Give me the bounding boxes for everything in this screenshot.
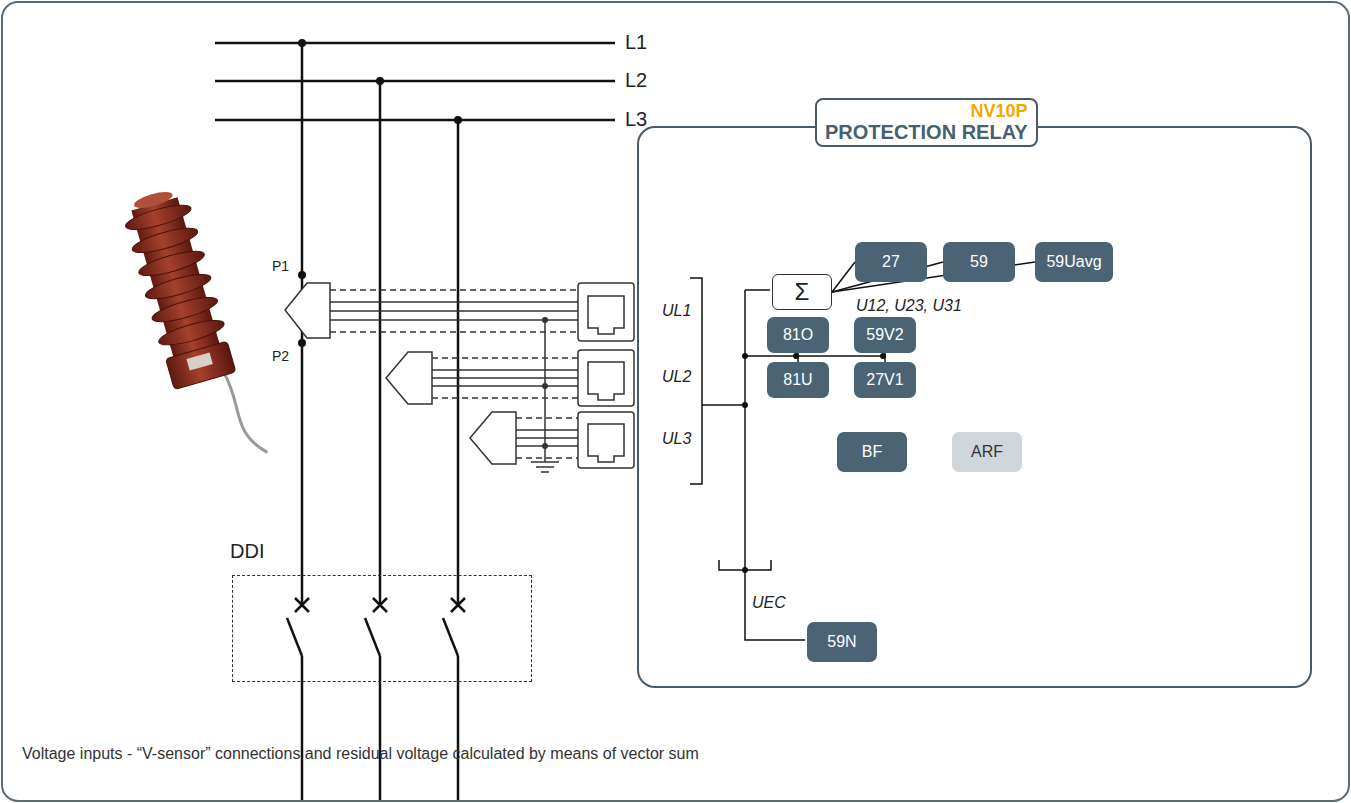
block-label: 59N xyxy=(827,633,856,651)
sum-block: Σ xyxy=(772,274,832,310)
block-label: 59V2 xyxy=(866,326,903,344)
function-block: 59V2 xyxy=(854,317,916,353)
function-block: 27 xyxy=(855,242,927,282)
block-label: DDI xyxy=(230,540,264,563)
signal-wire xyxy=(832,262,855,292)
signal-name: U12, U23, U31 xyxy=(856,297,962,315)
interface-device-box: DDI xyxy=(230,540,532,682)
block-label: Σ xyxy=(795,278,810,306)
function-block: 59N xyxy=(807,622,877,662)
signal-name: UEC xyxy=(752,594,786,612)
block-label: 59 xyxy=(970,253,988,271)
phase-name: L2 xyxy=(625,69,647,92)
block-label: 81O xyxy=(783,326,813,344)
function-block: 27V1 xyxy=(854,362,916,398)
terminal-name: P1 xyxy=(272,258,289,274)
relay-title: NV10P xyxy=(825,101,1028,121)
block-label: 81U xyxy=(783,371,812,389)
phase-name: L1 xyxy=(625,31,647,54)
block-label: 27V1 xyxy=(866,371,903,389)
sensor-photo xyxy=(119,183,267,473)
signal-wire xyxy=(797,353,799,362)
block-label: 59Uavg xyxy=(1046,253,1101,271)
function-block: 59Uavg xyxy=(1035,242,1113,282)
function-block: 59 xyxy=(943,242,1015,282)
function-block: BF xyxy=(837,432,907,472)
signal-name: UL3 xyxy=(662,430,691,448)
relay-title: PROTECTION RELAY xyxy=(825,121,1028,143)
sensor-cables xyxy=(330,290,578,472)
dashed-frame xyxy=(232,575,532,682)
rj-jacks xyxy=(578,283,634,468)
signal-name: UL2 xyxy=(662,368,691,386)
phase-lines xyxy=(287,43,465,800)
voltage-sensors xyxy=(285,283,516,464)
signal-wire xyxy=(884,353,886,362)
function-block: 81O xyxy=(767,317,829,353)
function-block: 81U xyxy=(767,362,829,398)
signal-name: UL1 xyxy=(662,302,691,320)
phase-name: L3 xyxy=(625,108,647,131)
relay-housing: NV10PPROTECTION RELAYΣ275959Uavg81O59V28… xyxy=(637,126,1312,688)
block-label: BF xyxy=(862,443,882,461)
ground-dots xyxy=(542,317,548,449)
function-block-disabled: ARF xyxy=(952,432,1022,472)
terminal-name: P2 xyxy=(272,348,289,364)
block-label: ARF xyxy=(971,443,1003,461)
block-label: 27 xyxy=(882,253,900,271)
busbars xyxy=(215,43,615,120)
caption: Voltage inputs - “V-sensor” connections … xyxy=(22,745,699,763)
relay-header: NV10PPROTECTION RELAY xyxy=(815,98,1038,147)
